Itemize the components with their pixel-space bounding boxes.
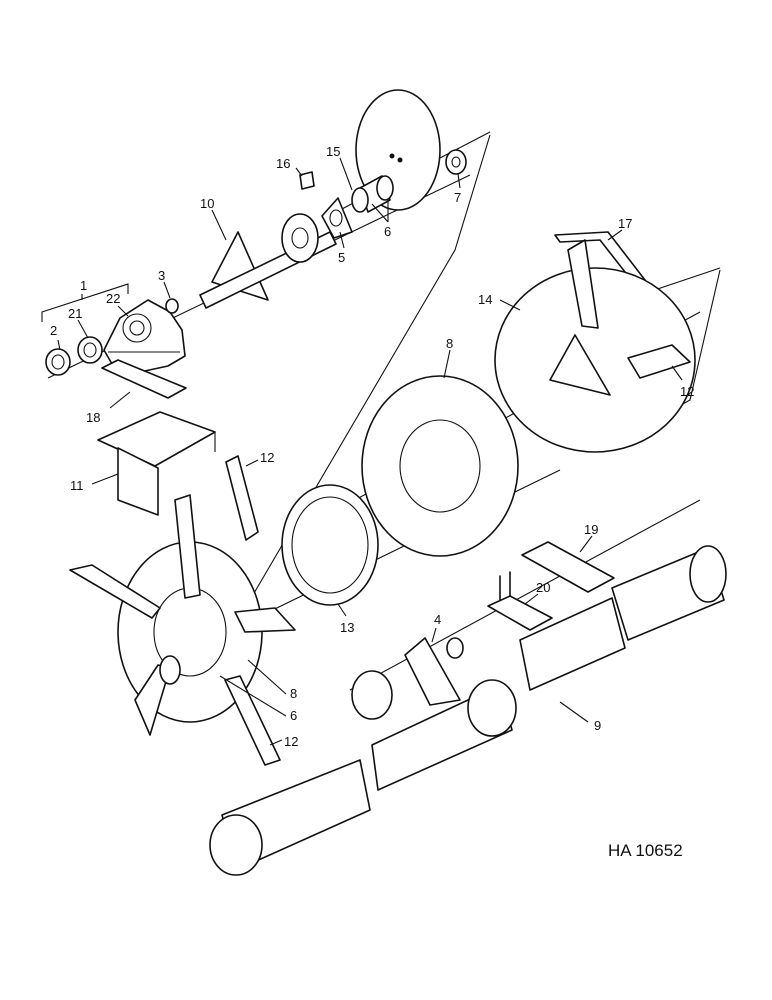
callout-22: 22 (106, 291, 120, 306)
callout-5: 5 (338, 250, 345, 265)
callout-17: 17 (618, 216, 632, 231)
tube-9 (209, 545, 727, 876)
callout-6: 6 (290, 708, 297, 723)
callout-labels: 1 2 21 22 3 10 16 15 5 6 7 18 11 12 17 1… (50, 144, 694, 749)
callout-19: 19 (584, 522, 598, 537)
spoked-wheel (69, 494, 296, 766)
callout-21: 21 (68, 306, 82, 321)
callout-10: 10 (200, 196, 214, 211)
disc-upper (351, 89, 441, 213)
bracket-4 (351, 637, 464, 720)
callout-14: 14 (478, 292, 492, 307)
callout-12: 12 (284, 734, 298, 749)
nut-7 (445, 149, 467, 175)
ring-13 (281, 484, 379, 606)
callout-4: 4 (434, 612, 441, 627)
callout-12: 12 (260, 450, 274, 465)
callout-1: 1 (80, 278, 87, 293)
callout-12: 12 (680, 384, 694, 399)
bracket-5 (321, 197, 353, 239)
leader-lines (41, 157, 683, 746)
callout-8: 8 (290, 686, 297, 701)
bracket-18 (101, 359, 187, 399)
callout-9: 9 (594, 718, 601, 733)
callout-20: 20 (536, 580, 550, 595)
callout-11: 11 (70, 478, 84, 493)
bracket-11 (97, 411, 216, 516)
callout-7: 7 (454, 190, 461, 205)
disc-8 (361, 375, 519, 557)
plate-10 (199, 213, 337, 309)
callout-13: 13 (340, 620, 354, 635)
callout-6: 6 (384, 224, 391, 239)
disc-14 (494, 239, 696, 453)
stand-20 (487, 571, 553, 631)
collar-3 (165, 298, 179, 314)
clip-16 (299, 171, 315, 190)
callout-2: 2 (50, 323, 57, 338)
callout-18: 18 (86, 410, 100, 425)
drawing-code: HA 10652 (608, 841, 683, 860)
callout-8: 8 (446, 336, 453, 351)
blade-12-loose (225, 455, 259, 541)
callout-16: 16 (276, 156, 290, 171)
bracket-19 (521, 541, 615, 593)
bearing-assembly (45, 299, 186, 376)
callout-15: 15 (326, 144, 340, 159)
callout-3: 3 (158, 268, 165, 283)
